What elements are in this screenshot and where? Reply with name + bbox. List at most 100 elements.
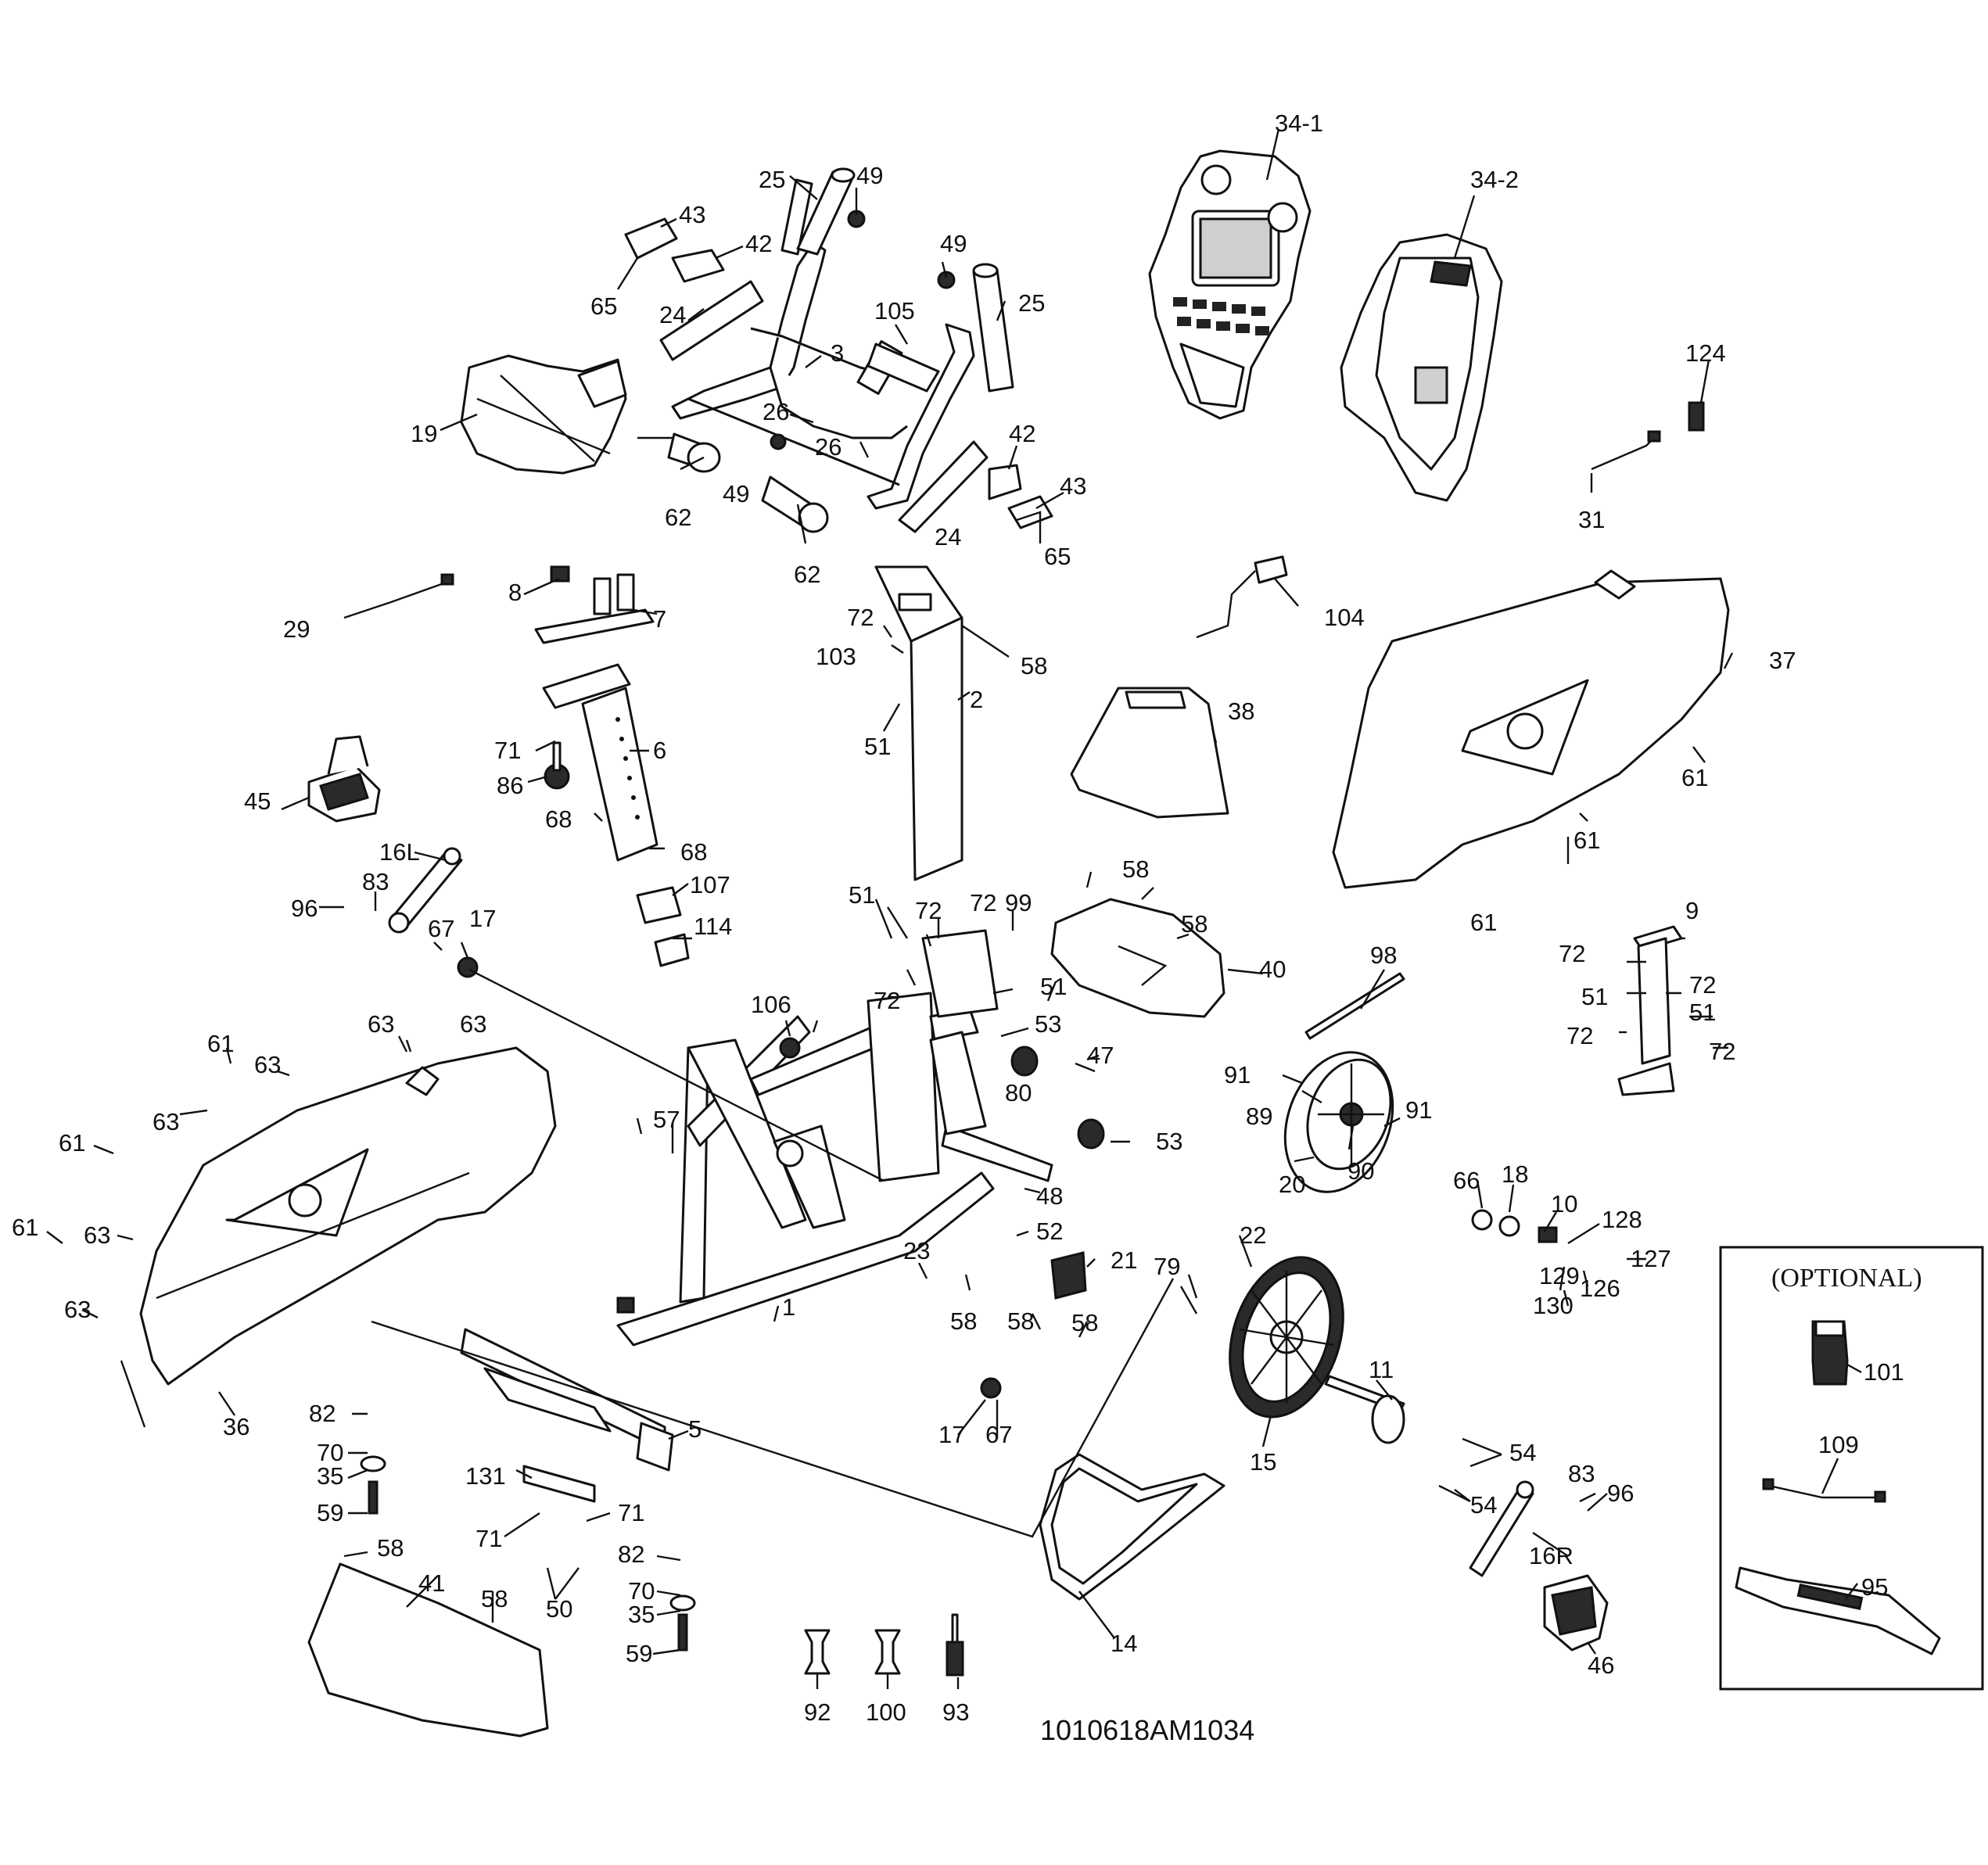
- optional-part-101: [1811, 1320, 1849, 1386]
- part-label: 40: [1259, 956, 1286, 983]
- part-label: 89: [1246, 1103, 1272, 1130]
- pad-105: [867, 343, 940, 393]
- part-label: 17: [938, 1421, 965, 1448]
- part-label: 58: [1007, 1307, 1034, 1335]
- part-label: 58: [950, 1307, 977, 1335]
- part-label: 38: [1228, 698, 1254, 725]
- part-label: 66: [1453, 1167, 1480, 1194]
- mast-2: [874, 565, 963, 881]
- part-label: 6: [653, 737, 666, 764]
- drawing-code: 1010618AM1034: [1040, 1714, 1254, 1746]
- console-front-34-1: [1148, 149, 1312, 420]
- plate-131: [522, 1465, 596, 1503]
- part-label: 100: [866, 1698, 906, 1726]
- part-label: 35: [628, 1601, 655, 1628]
- part-label: 72: [874, 987, 900, 1014]
- part-label: 71: [618, 1499, 644, 1526]
- axle-98: [1304, 972, 1405, 1040]
- part-label: 63: [84, 1221, 110, 1249]
- part-label: 2: [970, 686, 983, 713]
- part-label: 67: [428, 915, 454, 942]
- part-label: 106: [751, 991, 791, 1018]
- pulse-sensor-43-right: [1007, 495, 1053, 529]
- part-label: 129: [1539, 1262, 1580, 1289]
- tool-screwdriver-93: [946, 1613, 964, 1677]
- part-label: 8: [508, 579, 522, 606]
- part-label: 82: [618, 1540, 644, 1568]
- part-label: 31: [1578, 506, 1605, 533]
- foam-42-left: [671, 249, 725, 283]
- part-label: 101: [1864, 1358, 1904, 1386]
- part-label: 71: [475, 1525, 502, 1552]
- part-label: 128: [1602, 1206, 1642, 1233]
- foot-leveler-35-right: [669, 1594, 696, 1652]
- part-label: 70: [317, 1439, 343, 1466]
- part-label: 41: [418, 1569, 445, 1597]
- part-label: 95: [1861, 1573, 1888, 1601]
- knob-86: [544, 741, 570, 790]
- part-label: 61: [1681, 764, 1708, 791]
- stabilizer-cap-41: [307, 1562, 549, 1738]
- part-label: 63: [64, 1296, 91, 1323]
- part-label: 86: [497, 772, 523, 799]
- leader-lines: [46, 128, 1862, 1689]
- part-label: 126: [1580, 1275, 1620, 1302]
- tension-106: [779, 1037, 801, 1059]
- part-label: 63: [254, 1051, 281, 1078]
- part-label: 47: [1087, 1042, 1114, 1069]
- part-label: 34-2: [1470, 166, 1519, 193]
- seat-slider-7: [534, 573, 655, 644]
- part-label: 15: [1250, 1448, 1276, 1476]
- part-label: 72: [1689, 971, 1716, 999]
- part-label: 59: [317, 1499, 343, 1526]
- left-shroud-36: [139, 1046, 557, 1386]
- part-label: 14: [1111, 1630, 1137, 1657]
- part-label: 83: [362, 868, 389, 895]
- part-number-labels: 34-1 34-2 25 49 43 42 49 25 65 24 105 3 …: [12, 109, 1904, 1726]
- tool-wrench-92: [804, 1629, 831, 1675]
- bushing-114: [654, 933, 690, 967]
- console-back-34-2: [1340, 233, 1503, 502]
- part-label: 68: [680, 838, 707, 866]
- part-label: 51: [1689, 999, 1716, 1026]
- part-label: 107: [690, 871, 730, 898]
- part-label: 67: [985, 1421, 1012, 1448]
- part-label: 70: [628, 1577, 655, 1605]
- part-label: 124: [1685, 339, 1726, 367]
- optional-parts-box: [1719, 1246, 1984, 1691]
- pedal-46: [1543, 1574, 1609, 1652]
- pulse-sensor-43-left: [624, 217, 678, 260]
- part-label: 58: [1021, 652, 1047, 680]
- part-label: 5: [688, 1415, 702, 1443]
- part-label: 83: [1568, 1460, 1595, 1487]
- part-label: 62: [794, 561, 820, 588]
- part-label: 61: [1574, 827, 1600, 854]
- crank-16R: [1469, 1480, 1534, 1577]
- part-label: 26: [763, 398, 789, 425]
- part-label: 49: [940, 230, 967, 257]
- clip-124: [1688, 401, 1705, 432]
- right-shroud-37: [1332, 569, 1730, 889]
- part-label: 1: [782, 1293, 795, 1321]
- part-label: 58: [1071, 1309, 1098, 1336]
- wheel-17-upper: [457, 956, 479, 978]
- part-label: 11: [1369, 1356, 1394, 1383]
- sensor-21: [1050, 1251, 1087, 1300]
- part-label: 54: [1509, 1439, 1536, 1466]
- wire-31: [1591, 430, 1661, 471]
- part-label: 34-1: [1275, 109, 1323, 137]
- part-label: 59: [626, 1640, 652, 1667]
- seat-post-6: [542, 663, 658, 862]
- part-label: 18: [1502, 1160, 1528, 1188]
- part-label: 42: [1009, 420, 1035, 447]
- part-label: 131: [465, 1462, 506, 1490]
- part-label: 90: [1347, 1157, 1374, 1185]
- pedal-45: [307, 735, 381, 823]
- part-label: 43: [1060, 472, 1086, 500]
- part-label: 24: [935, 523, 961, 551]
- part-label: 93: [942, 1698, 969, 1726]
- part-label: 26: [815, 433, 841, 461]
- part-label: 24: [659, 301, 686, 328]
- part-label: 10: [1551, 1190, 1577, 1218]
